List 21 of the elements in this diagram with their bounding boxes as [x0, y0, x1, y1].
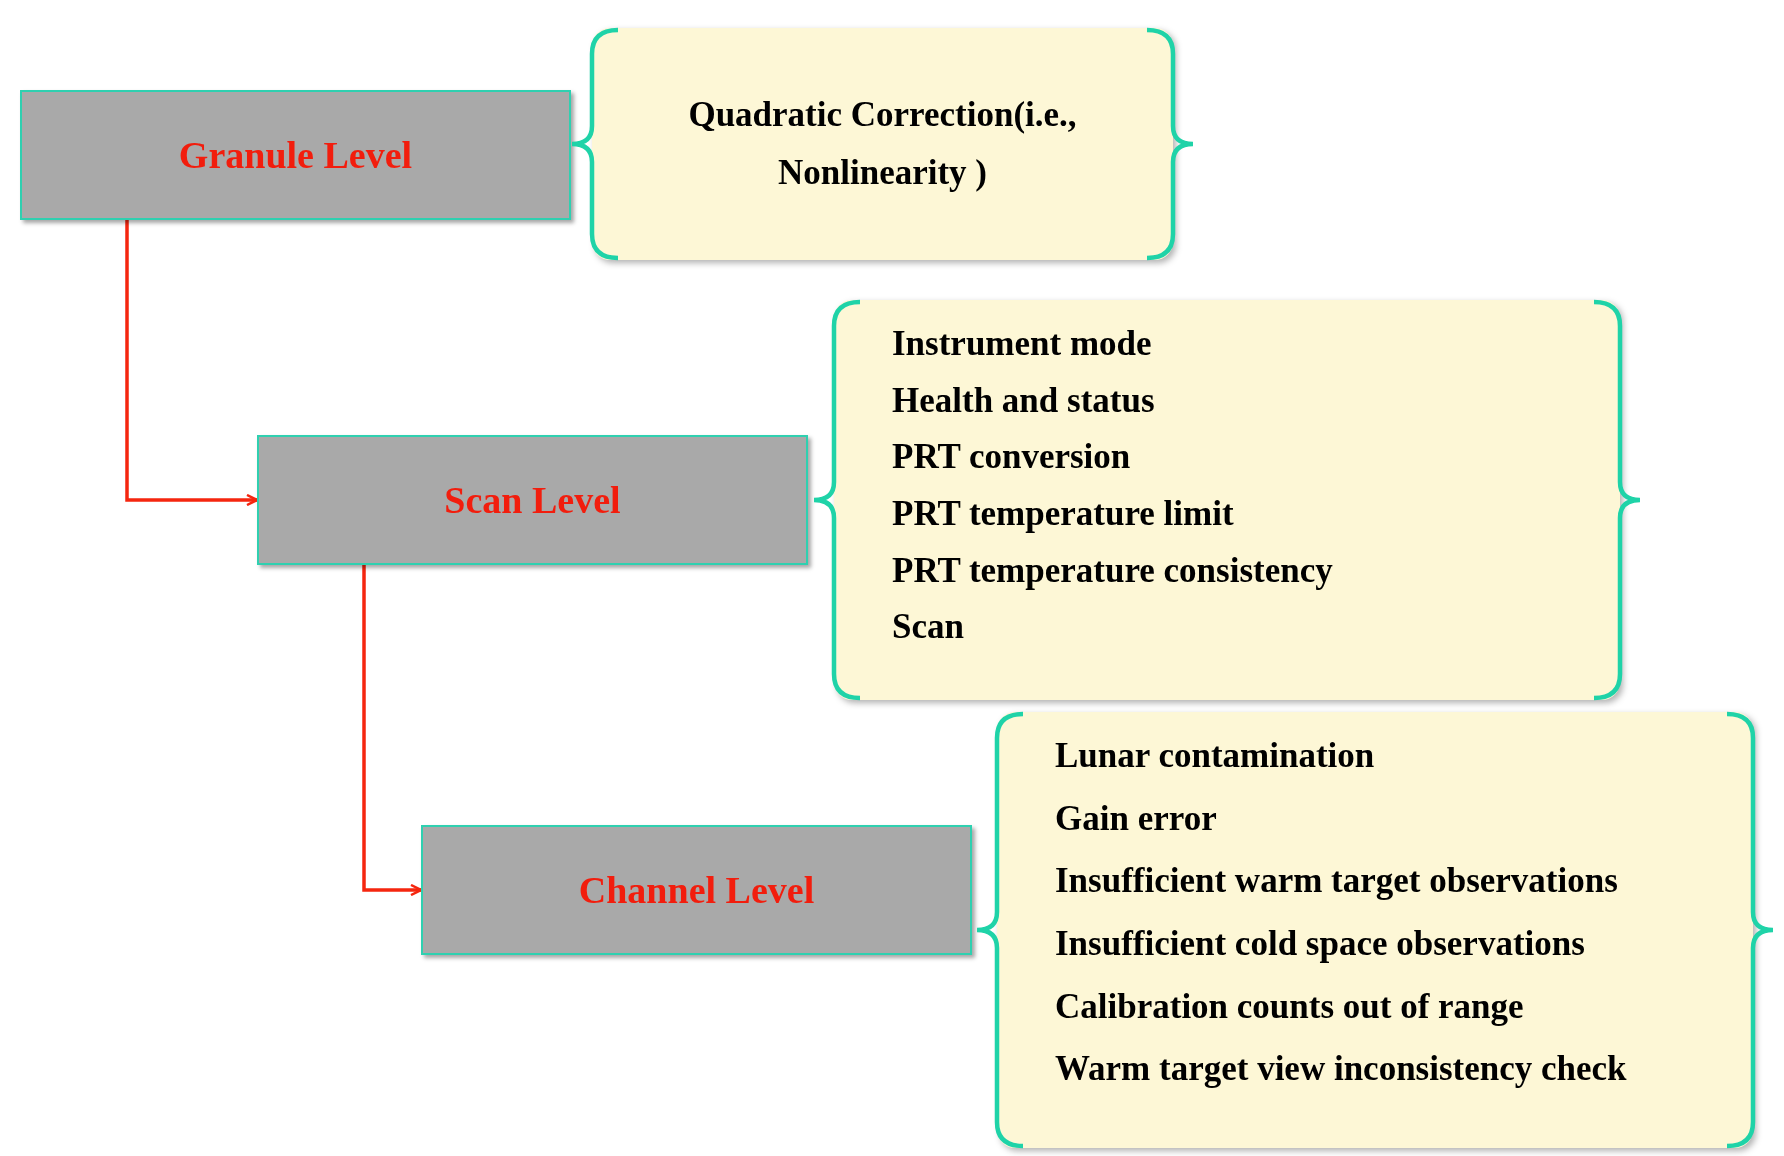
elbow-arrow	[362, 565, 423, 897]
level-title: Granule Level	[178, 133, 413, 177]
check-item: Lunar contamination	[1055, 736, 1375, 776]
check-item: Gain error	[1055, 798, 1217, 839]
level-box	[257, 435, 808, 565]
level-box	[421, 825, 972, 955]
level-title: Scan Level	[444, 478, 621, 522]
check-item: Calibration counts out of range	[1055, 986, 1524, 1027]
check-item: Instrument mode	[892, 324, 1152, 364]
correction-text: Quadratic Correction(i.e., Nonlinearity )	[687, 94, 1078, 194]
check-item: Insufficient cold space observations	[1055, 924, 1585, 964]
check-item: Insufficient warm target observations	[1055, 861, 1618, 902]
check-item: PRT conversion	[892, 437, 1131, 478]
elbow-arrow	[125, 220, 259, 507]
level-title: Channel Level	[578, 868, 815, 912]
check-item: Warm target view inconsistency check	[1055, 1049, 1627, 1090]
check-item: Health and status	[892, 380, 1155, 421]
level-box	[20, 90, 571, 220]
check-item: PRT temperature limit	[892, 494, 1234, 534]
check-item: PRT temperature consistency	[892, 550, 1333, 591]
check-item: Scan	[892, 607, 964, 648]
